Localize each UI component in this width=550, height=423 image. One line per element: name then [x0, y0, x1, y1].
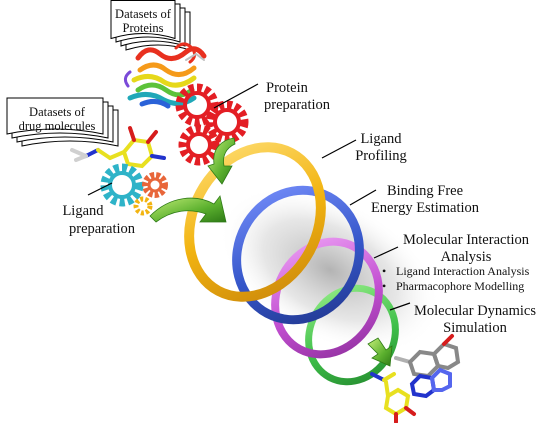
ligand-profiling-label-line2: Profiling — [355, 148, 407, 164]
interaction-bullet-2: Pharmacophore Modelling — [396, 279, 524, 293]
binding-label-line1: Binding Free — [387, 183, 463, 199]
ligand-prep-label-line2: preparation — [69, 221, 136, 237]
ligand-prep-label-line1: Ligand — [62, 203, 104, 219]
md-label-line1: Molecular Dynamics — [414, 303, 536, 319]
protein-dataset-label-line2: Proteins — [123, 21, 164, 35]
drug-dataset-label-line1: Datasets of — [29, 105, 86, 119]
ligand-profiling-label-line1: Ligand — [360, 131, 402, 147]
ligand-prep-gears-icon — [100, 163, 168, 216]
ring-ligand-profiling — [184, 142, 326, 302]
drug-dataset-label-line2: drug molecules — [19, 119, 96, 133]
protein-prep-label-line2: preparation — [264, 97, 331, 113]
input-molecule-icon — [70, 126, 166, 169]
drug-dataset-icon — [6, 97, 119, 147]
ring-molecular-interaction — [271, 237, 383, 359]
protein-dataset-icon — [110, 0, 191, 51]
protein-prep-label-line1: Protein — [266, 80, 309, 96]
interaction-label-line1: Molecular Interaction — [403, 232, 530, 248]
protein-dataset-label-line1: Datasets of — [115, 7, 172, 21]
protein-structure-icon — [123, 42, 207, 109]
ligand-to-profiling-arrow — [149, 195, 227, 223]
binding-label-line2: Energy Estimation — [371, 200, 480, 216]
ring-binding-free-energy — [232, 185, 364, 325]
output-arrow — [367, 337, 393, 367]
interaction-label-line2: Analysis — [441, 249, 492, 265]
md-label-line2: Simulation — [443, 320, 507, 336]
protein-prep-gears-icon — [175, 83, 249, 166]
leader-lines — [87, 83, 411, 311]
bullet-2: • — [382, 279, 386, 293]
interaction-bullet-1: Ligand Interaction Analysis — [396, 264, 530, 278]
protein-to-profiling-arrow — [207, 137, 236, 185]
bullet-1: • — [382, 264, 386, 278]
output-molecule-icon — [370, 334, 461, 423]
